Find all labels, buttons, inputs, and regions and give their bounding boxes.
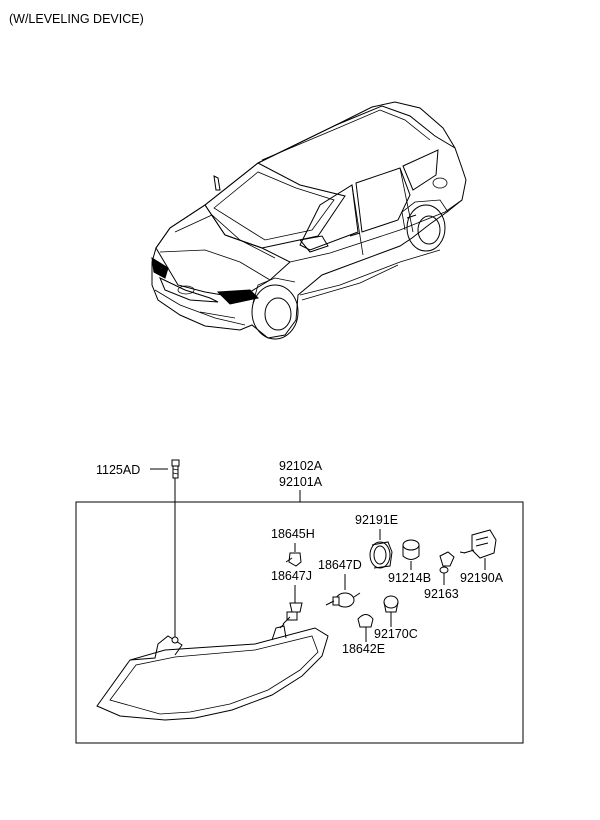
halogen-bulb-d-icon <box>325 592 361 608</box>
small-bulb-icon <box>357 614 374 628</box>
callout-92163: 92163 <box>424 587 459 601</box>
callout-18647D: 18647D <box>318 558 362 572</box>
diagram-title: (W/LEVELING DEVICE) <box>9 12 144 26</box>
callout-92191E: 92191E <box>355 513 398 527</box>
wedge-bulb-icon <box>285 552 302 567</box>
halogen-bulb-j-icon <box>279 602 303 629</box>
bulb-socket-icon <box>383 595 399 613</box>
callout-92102A: 92102A <box>279 459 323 473</box>
callout-92190A: 92190A <box>460 571 504 585</box>
callout-92101A: 92101A <box>279 475 323 489</box>
callout-92170C: 92170C <box>374 627 418 641</box>
callout-91214B: 91214B <box>388 571 431 585</box>
bolt-icon <box>171 459 180 479</box>
headlamp-housing <box>96 625 329 721</box>
car-illustration <box>151 101 467 340</box>
callout-18645H: 18645H <box>271 527 315 541</box>
clip-cover-icon <box>439 551 455 574</box>
leveling-motor-icon <box>459 529 497 559</box>
dust-cap-b-icon <box>402 539 420 560</box>
callout-1125AD: 1125AD <box>96 463 140 477</box>
dust-cap-e-icon <box>369 541 393 569</box>
callout-18647J: 18647J <box>271 569 312 583</box>
callout-18642E: 18642E <box>342 642 385 656</box>
